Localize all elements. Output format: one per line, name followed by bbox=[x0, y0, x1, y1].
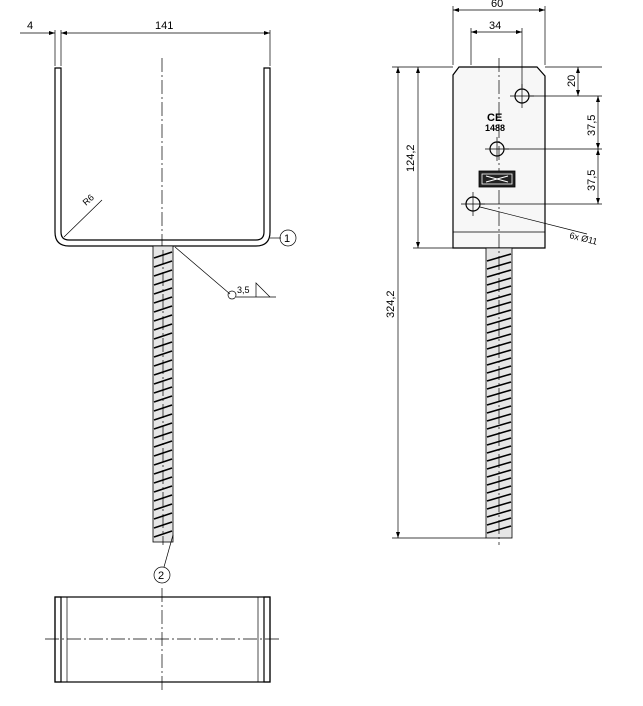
side-dim-hole-spacing-2: 37,5 bbox=[586, 170, 598, 191]
side-dim-hole-spacing-1: 37,5 bbox=[586, 115, 598, 136]
ce-mark: CE bbox=[487, 112, 502, 124]
cert-number: 1488 bbox=[485, 123, 505, 133]
svg-text:1: 1 bbox=[284, 233, 290, 245]
top-view bbox=[45, 588, 280, 692]
side-view: CE 1488 60 34 20 37,5 bbox=[385, 0, 602, 545]
callout-2 bbox=[153, 566, 171, 584]
side-dim-top-offset: 20 bbox=[566, 75, 578, 87]
side-dim-total-height: 324,2 bbox=[385, 290, 397, 318]
u-plate-outline bbox=[54, 67, 271, 247]
callout-1 bbox=[279, 229, 297, 247]
front-dim-radius: R6 bbox=[81, 192, 96, 207]
svg-text:2: 2 bbox=[158, 570, 164, 582]
front-dim-weld: 3,5 bbox=[237, 285, 250, 295]
front-view: 4 141 R6 1 3,5 2 bbox=[20, 20, 297, 584]
front-dim-thickness: 4 bbox=[27, 20, 33, 32]
front-dim-width: 141 bbox=[155, 20, 173, 32]
side-dim-holes: 6x Ø11 bbox=[569, 230, 599, 247]
side-dim-width: 60 bbox=[491, 0, 503, 10]
side-dim-inner-width: 34 bbox=[489, 20, 501, 32]
side-dim-plate-height: 124,2 bbox=[405, 144, 417, 172]
